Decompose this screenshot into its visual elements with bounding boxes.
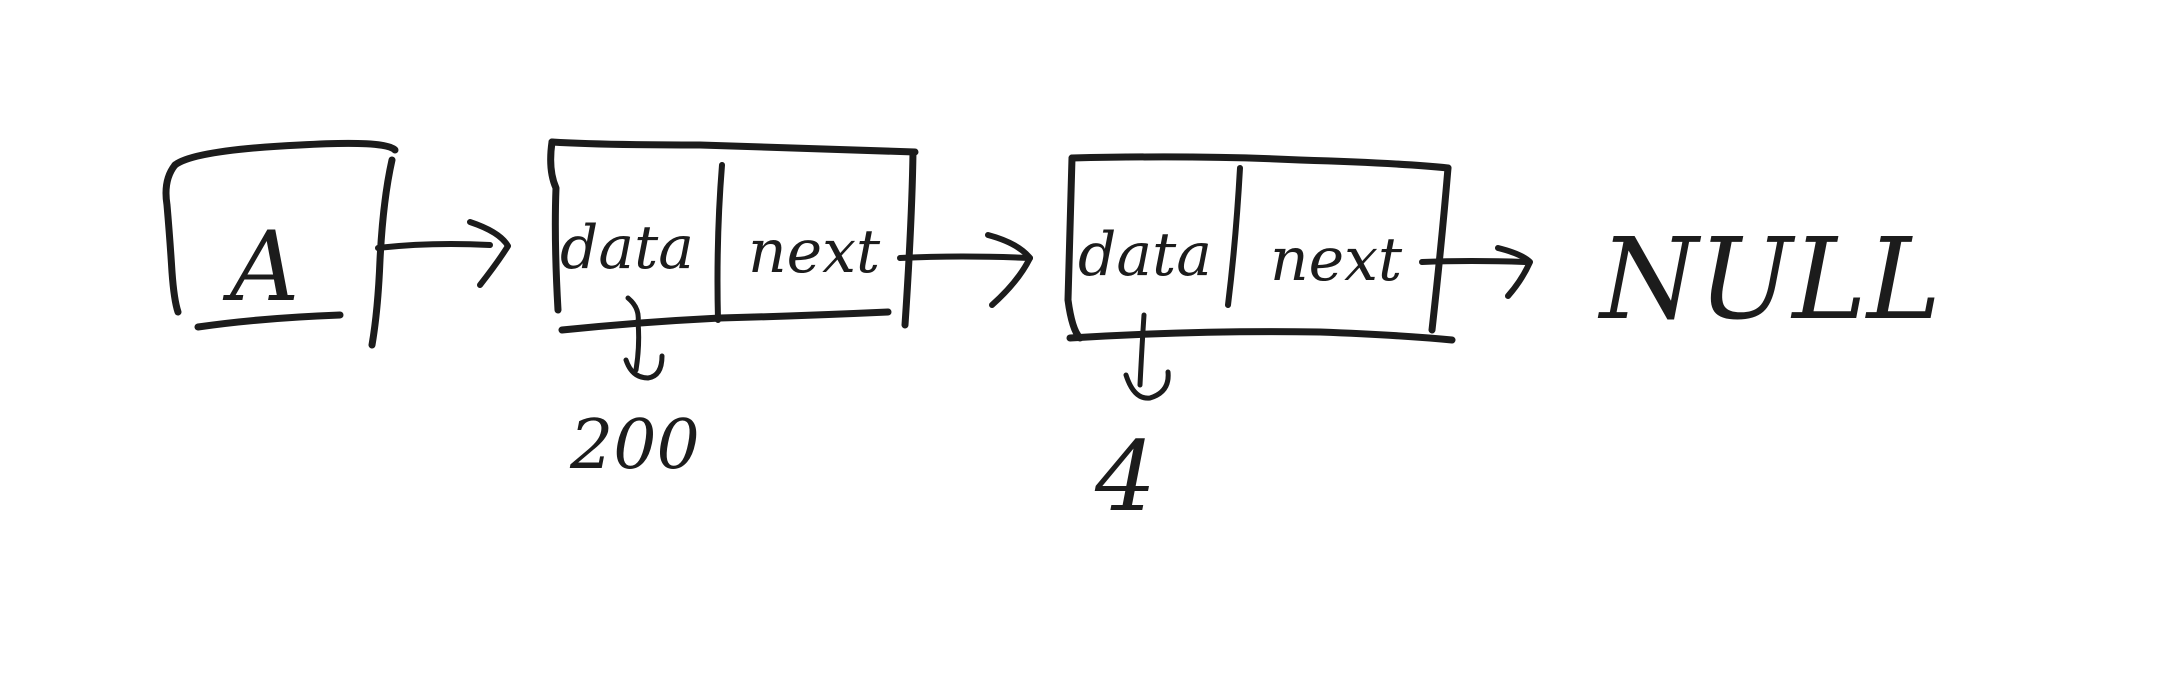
null-terminator: NULL: [1597, 215, 1941, 345]
node1-data-value: 200: [569, 406, 700, 485]
list-node-1: data next 200: [547, 138, 919, 485]
arrow-node1-to-node2: [897, 232, 1033, 308]
node2-data-value: 4: [1094, 421, 1156, 533]
node1-next-field: next: [748, 217, 881, 287]
node2-divider: [1225, 165, 1243, 308]
list-node-2: data next 4: [1064, 153, 1456, 533]
arrow-node2-to-null: [1419, 245, 1533, 299]
head-pointer-box: A: [162, 139, 399, 349]
node1-divider: [714, 162, 725, 323]
head-pointer-label: A: [222, 211, 299, 323]
node2-next-field: next: [1270, 225, 1403, 295]
node2-data-field: data: [1078, 220, 1212, 290]
node1-data-field: data: [560, 213, 694, 283]
arrow-head-to-node1: [375, 219, 511, 288]
